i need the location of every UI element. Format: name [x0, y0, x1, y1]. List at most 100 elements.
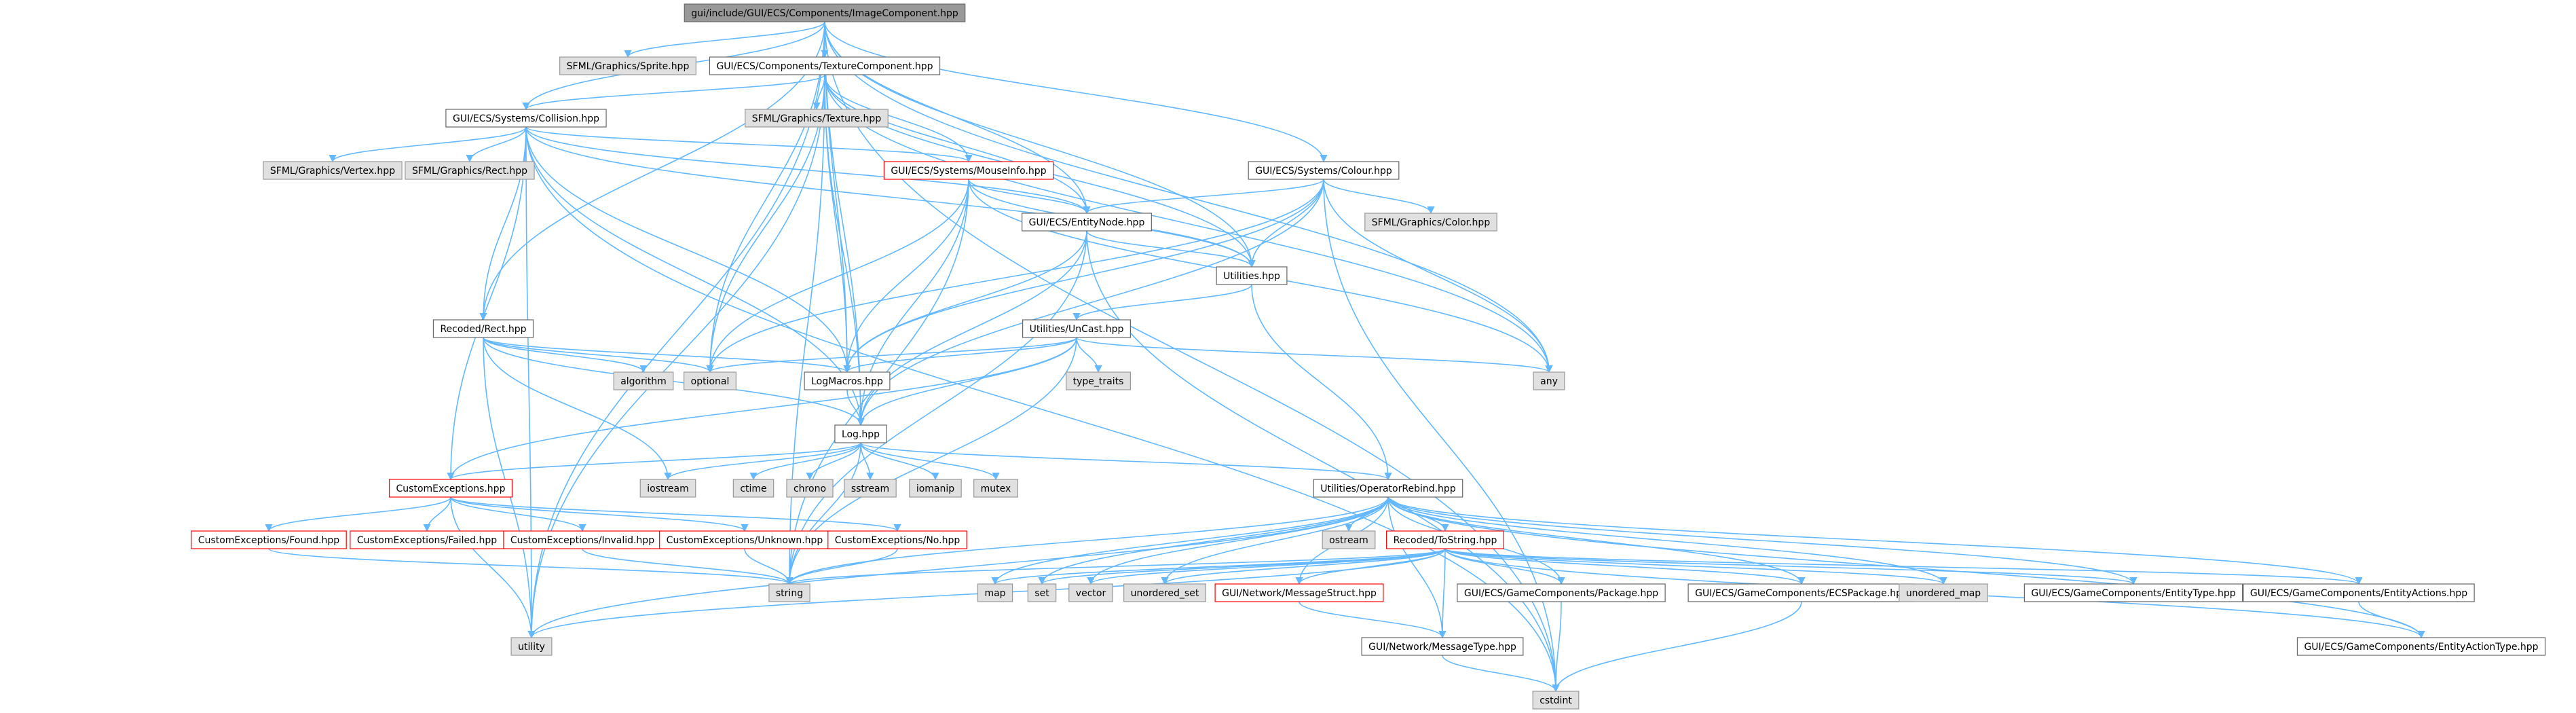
- node-log[interactable]: Log.hpp: [834, 424, 887, 443]
- node-box-optional: [684, 371, 736, 390]
- edge-collision-to-recrect: [479, 126, 527, 321]
- node-box-colour: [1248, 161, 1400, 180]
- node-collision[interactable]: GUI/ECS/Systems/Collision.hpp: [445, 109, 607, 128]
- edge-log-to-customexc: [447, 442, 861, 481]
- node-box-oprebind: [1313, 479, 1463, 498]
- node-vector[interactable]: vector: [1068, 583, 1113, 602]
- node-utility[interactable]: utility: [510, 637, 553, 656]
- node-entityactiontype[interactable]: GUI/ECS/GameComponents/EntityActionType.…: [2296, 637, 2546, 656]
- node-invalid[interactable]: CustomExceptions/Invalid.hpp: [503, 530, 662, 549]
- node-entitytype[interactable]: GUI/ECS/GameComponents/EntityType.hpp: [2023, 583, 2243, 602]
- edge-root-to-colour: [824, 21, 1328, 163]
- node-recrect[interactable]: Recoded/Rect.hpp: [432, 319, 534, 338]
- edge-tostring-to-entitytype: [1444, 548, 2138, 585]
- node-map[interactable]: map: [977, 583, 1013, 602]
- node-box-customexc: [388, 479, 513, 498]
- node-box-vector: [1068, 583, 1113, 602]
- node-entityactions[interactable]: GUI/ECS/GameComponents/EntityActions.hpp: [2243, 583, 2475, 602]
- edge-oprebind-to-ecspackage: [1387, 496, 1806, 585]
- node-label-unordered_set: unordered_set: [1131, 588, 1199, 599]
- node-iostream[interactable]: iostream: [639, 479, 696, 498]
- node-box-failed: [350, 530, 504, 549]
- node-ostream[interactable]: ostream: [1322, 530, 1376, 549]
- node-no[interactable]: CustomExceptions/No.hpp: [827, 530, 967, 549]
- node-box-recrect: [432, 319, 534, 338]
- node-label-utility: utility: [518, 642, 545, 653]
- edge-collision-to-customexc: [447, 126, 527, 481]
- node-label-customexc: CustomExceptions.hpp: [396, 483, 506, 494]
- node-oprebind[interactable]: Utilities/OperatorRebind.hpp: [1313, 479, 1463, 498]
- node-box-package: [1457, 583, 1666, 602]
- node-box-any: [1533, 371, 1565, 390]
- edge-colour-to-entitynode: [1083, 179, 1324, 215]
- node-mutex[interactable]: mutex: [973, 479, 1018, 498]
- node-unknown[interactable]: CustomExceptions/Unknown.hpp: [659, 530, 830, 549]
- node-label-mutex: mutex: [981, 483, 1011, 494]
- node-utilities[interactable]: Utilities.hpp: [1216, 266, 1288, 285]
- edge-unicast-to-logmacros: [843, 337, 1077, 373]
- node-sstream[interactable]: sstream: [844, 479, 897, 498]
- node-unicast[interactable]: Utilities/UnCast.hpp: [1022, 319, 1131, 338]
- node-cstdint[interactable]: cstdint: [1532, 691, 1580, 710]
- node-mouseinfo[interactable]: GUI/ECS/Systems/MouseInfo.hpp: [883, 161, 1054, 180]
- node-tostring[interactable]: Recoded/ToString.hpp: [1386, 530, 1504, 549]
- edge-collision-to-rect: [466, 126, 527, 163]
- node-package[interactable]: GUI/ECS/GameComponents/Package.hpp: [1457, 583, 1666, 602]
- node-box-msgtype: [1361, 637, 1524, 656]
- node-any[interactable]: any: [1533, 371, 1565, 390]
- node-label-root: gui/include/GUI/ECS/Components/ImageComp…: [691, 8, 958, 19]
- node-msgstruct[interactable]: GUI/Network/MessageStruct.hpp: [1214, 583, 1384, 602]
- node-ctime[interactable]: ctime: [732, 479, 774, 498]
- node-vertex[interactable]: SFML/Graphics/Vertex.hpp: [263, 161, 403, 180]
- edge-texcomp-to-entitynode: [824, 74, 1091, 215]
- node-rect[interactable]: SFML/Graphics/Rect.hpp: [405, 161, 535, 180]
- node-box-sstream: [844, 479, 897, 498]
- node-msgtype[interactable]: GUI/Network/MessageType.hpp: [1361, 637, 1524, 656]
- edge-oprebind-to-string: [785, 496, 1389, 585]
- node-box-unicast: [1022, 319, 1131, 338]
- node-entitynode[interactable]: GUI/ECS/EntityNode.hpp: [1022, 213, 1152, 232]
- node-typetraits[interactable]: type_traits: [1066, 371, 1131, 390]
- edge-colour-to-optional: [706, 179, 1324, 373]
- node-texture[interactable]: SFML/Graphics/Texture.hpp: [745, 109, 889, 128]
- node-chrono[interactable]: chrono: [786, 479, 834, 498]
- node-label-entityactiontype: GUI/ECS/GameComponents/EntityActionType.…: [2304, 642, 2538, 653]
- node-label-ecspackage: GUI/ECS/GameComponents/ECSPackage.hpp: [1695, 588, 1908, 599]
- edge-tostring-to-vector: [1087, 548, 1446, 585]
- node-string[interactable]: string: [768, 583, 810, 602]
- node-label-msgstruct: GUI/Network/MessageStruct.hpp: [1222, 588, 1377, 599]
- node-box-utilities: [1216, 266, 1288, 285]
- edge-oprebind-to-msgtype: [1387, 496, 1446, 639]
- node-sprite[interactable]: SFML/Graphics/Sprite.hpp: [559, 56, 696, 75]
- node-logmacros[interactable]: LogMacros.hpp: [804, 371, 891, 390]
- node-label-tostring: Recoded/ToString.hpp: [1394, 535, 1497, 546]
- node-label-ostream: ostream: [1329, 535, 1368, 546]
- node-color[interactable]: SFML/Graphics/Color.hpp: [1364, 213, 1497, 232]
- node-unordered_map[interactable]: unordered_map: [1899, 583, 1988, 602]
- node-ecspackage[interactable]: GUI/ECS/GameComponents/ECSPackage.hpp: [1687, 583, 1916, 602]
- node-failed[interactable]: CustomExceptions/Failed.hpp: [350, 530, 504, 549]
- node-set[interactable]: set: [1027, 583, 1057, 602]
- node-found[interactable]: CustomExceptions/Found.hpp: [191, 530, 347, 549]
- edge-entitynode-to-string: [785, 230, 1087, 585]
- node-optional[interactable]: optional: [684, 371, 736, 390]
- node-root[interactable]: gui/include/GUI/ECS/Components/ImageComp…: [684, 3, 966, 22]
- node-box-found: [191, 530, 347, 549]
- edge-utilities-to-oprebind: [1251, 284, 1392, 481]
- node-label-algorithm: algorithm: [620, 376, 667, 387]
- node-box-chrono: [786, 479, 834, 498]
- edge-recrect-to-optional: [483, 337, 714, 373]
- edge-mouseinfo-to-entitynode: [968, 179, 1091, 215]
- node-texcomp[interactable]: GUI/ECS/Components/TextureComponent.hpp: [709, 56, 941, 75]
- node-colour[interactable]: GUI/ECS/Systems/Colour.hpp: [1248, 161, 1400, 180]
- edge-ecspackage-to-cstdint: [1552, 601, 1802, 693]
- node-customexc[interactable]: CustomExceptions.hpp: [388, 479, 513, 498]
- edge-oprebind-to-entitytype: [1387, 496, 2138, 585]
- node-iomanip[interactable]: iomanip: [909, 479, 962, 498]
- edge-log-to-chrono: [806, 442, 861, 481]
- edge-no-to-string: [785, 548, 898, 585]
- edge-oprebind-to-set: [1038, 496, 1389, 585]
- node-unordered_set[interactable]: unordered_set: [1123, 583, 1206, 602]
- edge-log-to-string: [785, 442, 861, 585]
- node-algorithm[interactable]: algorithm: [613, 371, 674, 390]
